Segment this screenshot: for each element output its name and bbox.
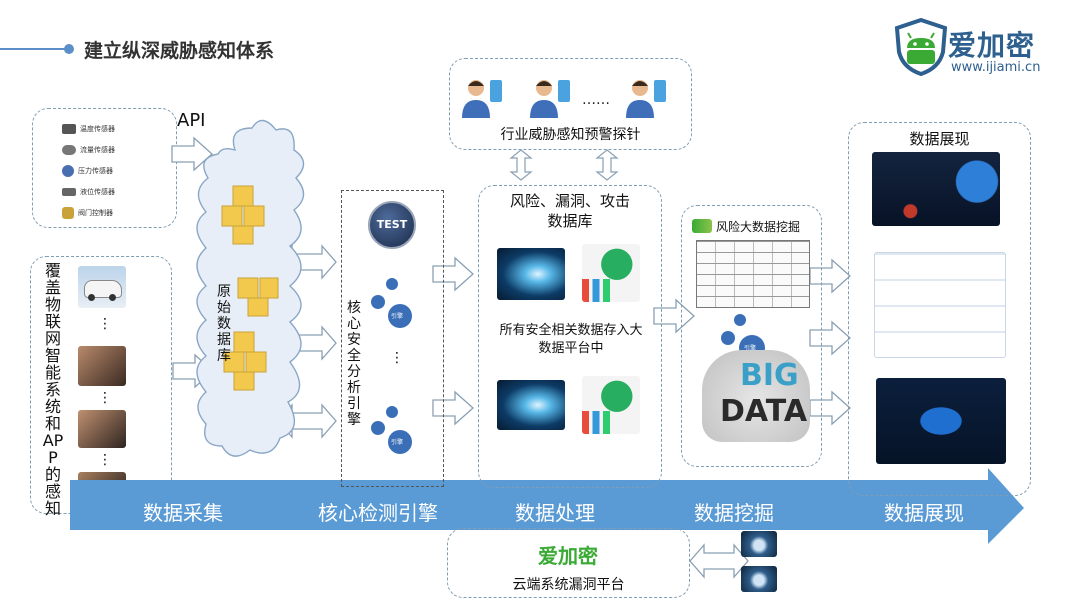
chart-collage-image — [582, 244, 640, 302]
flow-arrow — [596, 149, 618, 181]
stage-arrow — [70, 468, 1024, 544]
stage-label: 数据展现 — [884, 501, 964, 525]
db-label: 原始数据库 — [217, 284, 231, 364]
probe-ellipsis: …… — [582, 92, 610, 108]
dashboard-screenshot — [876, 378, 1006, 464]
flowchart-image — [696, 240, 810, 308]
stage-label: 数据挖掘 — [694, 501, 774, 525]
sensor-label: 温度传感器 — [80, 124, 115, 133]
sensor-item: 阀门控制器 — [62, 202, 154, 223]
api-label: API — [177, 110, 206, 131]
big-text: BIG — [740, 358, 799, 393]
gear-icon — [371, 278, 412, 454]
brand-url: www.ijiami.cn — [951, 60, 1041, 75]
car-image — [78, 266, 126, 308]
header-dot — [64, 44, 74, 54]
hacker-image — [741, 566, 777, 592]
user-phone-icon — [462, 80, 502, 118]
flow-arrow — [510, 149, 532, 181]
device-ellipsis: ⋮ — [98, 390, 112, 406]
sensor-icon — [62, 144, 76, 155]
stage-label: 数据采集 — [143, 501, 223, 525]
engine-label: 核心安全分析引擎 — [347, 300, 361, 428]
iot-coverage-label: 覆盖物联网智能系统和APP的感知 — [42, 261, 64, 518]
data-stream-image — [497, 248, 565, 300]
phone-image — [78, 410, 126, 448]
sensor-item: 压力传感器 — [62, 160, 154, 181]
data-stream-image — [497, 380, 565, 430]
device-ellipsis: ⋮ — [98, 452, 112, 468]
sensor-label: 阀门控制器 — [78, 208, 113, 217]
header-line — [0, 48, 68, 50]
sensor-label: 压力传感器 — [78, 166, 113, 175]
sensor-icon — [62, 123, 76, 134]
cloud-logo: 爱加密 — [538, 544, 598, 568]
mining-box — [681, 205, 822, 467]
cube-stack-icon — [221, 185, 265, 245]
mining-gear-text: 引擎 — [744, 345, 757, 352]
engine-ellipsis: ⋮ — [390, 350, 404, 366]
brand-name: 爱加密 — [948, 29, 1036, 62]
flow-arrow — [689, 544, 749, 578]
engine-box — [341, 190, 444, 487]
sensor-icon — [62, 206, 74, 219]
sensor-item: 温度传感器 — [62, 118, 154, 139]
processing-middle-text: 所有安全相关数据存入大数据平台中 — [499, 323, 643, 356]
probe-label: 行业威胁感知预警探针 — [500, 127, 641, 143]
chart-collage-image — [582, 376, 640, 434]
display-box — [848, 122, 1031, 496]
phone-image — [78, 346, 126, 386]
shield-android-icon — [894, 18, 948, 76]
cloud-platform-box — [447, 528, 690, 598]
sensor-item: 流量传感器 — [62, 139, 154, 160]
display-title: 数据展现 — [909, 130, 970, 148]
hacker-image — [741, 531, 777, 557]
device-ellipsis: ⋮ — [98, 316, 112, 332]
page-title: 建立纵深威胁感知体系 — [84, 40, 275, 62]
stage-label: 数据处理 — [515, 501, 595, 525]
dashboard-screenshot — [872, 152, 1000, 226]
mining-logo-icon — [692, 219, 712, 233]
sensor-box — [32, 108, 177, 228]
cube-stack-icon — [237, 277, 279, 317]
processing-box — [478, 185, 662, 488]
user-phone-icon — [530, 80, 570, 118]
processing-title: 风险、漏洞、攻击数据库 — [509, 192, 630, 230]
sensor-icon — [62, 187, 76, 196]
data-text: DATA — [720, 394, 808, 429]
sensor-icon — [62, 164, 74, 177]
word-cloud-image — [702, 350, 810, 442]
mining-title: 风险大数据挖掘 — [716, 220, 801, 234]
test-badge: TEST — [368, 201, 416, 249]
engine-gear-text: 引擎 — [391, 313, 404, 320]
sensor-label: 流量传感器 — [80, 145, 115, 154]
probe-box — [449, 58, 692, 150]
sensor-list: 温度传感器 流量传感器 压力传感器 液位传感器 阀门控制器 — [62, 118, 154, 223]
sensor-label: 液位传感器 — [80, 187, 115, 196]
dashboard-screenshot — [874, 252, 1006, 358]
cube-stack-icon — [223, 331, 267, 391]
stage-label: 核心检测引擎 — [318, 501, 438, 525]
sensor-item: 液位传感器 — [62, 181, 154, 202]
cloud-label: 云端系统漏洞平台 — [512, 577, 625, 593]
engine-gear-text: 引擎 — [391, 439, 404, 446]
user-phone-icon — [626, 80, 666, 118]
